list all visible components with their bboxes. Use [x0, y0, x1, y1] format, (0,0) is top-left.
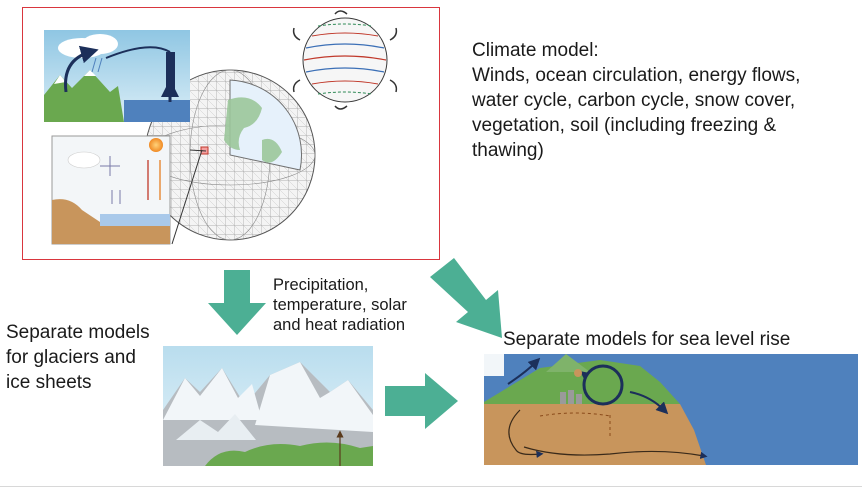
glacier-models-line-3: ice sheets	[6, 372, 92, 393]
down-arrow	[208, 270, 266, 335]
forcing-label: Precipitation, temperature, solar and he…	[273, 275, 407, 335]
water-cycle-inset	[44, 30, 190, 122]
glacier-models-label: Separate models for glaciers and ice she…	[6, 320, 150, 395]
climate-model-description: Climate model: Winds, ocean circulation,…	[472, 38, 852, 163]
sea-level-models-label: Separate models for sea level rise	[503, 329, 791, 350]
climate-model-line-4: thawing)	[472, 140, 544, 161]
bottom-divider	[0, 486, 862, 487]
climate-model-line-2: water cycle, carbon cycle, snow cover,	[472, 90, 796, 111]
glacier-landscape	[163, 346, 373, 466]
diagonal-arrow	[430, 258, 502, 338]
energy-balance-inset	[51, 135, 171, 245]
climate-model-line-1: Winds, ocean circulation, energy flows,	[472, 65, 801, 86]
forcing-line-3: and heat radiation	[273, 316, 406, 334]
circulation-icon	[582, 364, 624, 406]
zoom-lines	[171, 149, 207, 245]
climate-model-title: Climate model:	[472, 40, 599, 61]
glacier-models-line-1: Separate models	[6, 322, 150, 343]
glacier-models-line-2: for glaciers and	[6, 347, 136, 368]
climate-model-frame	[22, 7, 440, 260]
forcing-line-2: temperature, solar	[273, 296, 407, 314]
sea-level-landscape	[484, 354, 858, 465]
right-arrow	[385, 373, 458, 429]
climate-model-line-3: vegetation, soil (including freezing &	[472, 115, 777, 136]
forcing-line-1: Precipitation,	[273, 276, 369, 294]
circulation-globe	[292, 10, 398, 110]
